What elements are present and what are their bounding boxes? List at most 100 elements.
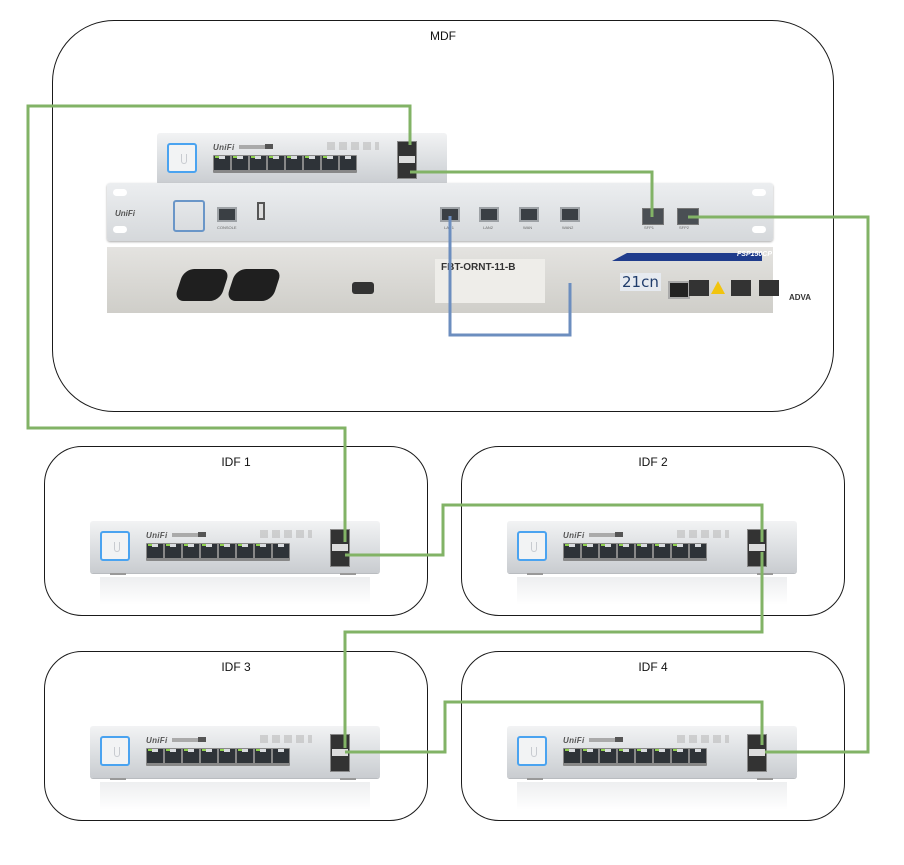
usg-logo: UniFi bbox=[115, 209, 135, 218]
port-label: WAN2 bbox=[562, 225, 574, 230]
ethernet-port bbox=[600, 749, 616, 763]
ethernet-port bbox=[618, 544, 634, 558]
port-sfp bbox=[689, 280, 709, 296]
ethernet-port bbox=[286, 156, 302, 170]
ethernet-port bbox=[255, 749, 271, 763]
rack-ear-hole bbox=[113, 189, 127, 196]
switch-button bbox=[517, 531, 547, 561]
model-label bbox=[589, 533, 615, 537]
port-label: SFP2 bbox=[679, 225, 690, 230]
switch-foot bbox=[527, 778, 543, 780]
usg-gateway: UniFi CONSOLE LAN1 LAN2 WAN WAN2 SFP1 SF… bbox=[107, 183, 773, 241]
ethernet-port bbox=[273, 544, 289, 558]
led-legend bbox=[677, 530, 729, 538]
ethernet-port bbox=[255, 544, 271, 558]
ethernet-port bbox=[165, 544, 181, 558]
ethernet-port bbox=[214, 156, 230, 170]
model-badge bbox=[198, 737, 206, 742]
switch-button bbox=[517, 736, 547, 766]
switch-logo: UniFi bbox=[563, 736, 585, 745]
switch-foot bbox=[110, 573, 126, 575]
ethernet-port bbox=[147, 749, 163, 763]
ethernet-port bbox=[237, 544, 253, 558]
port-label: SFP1 bbox=[644, 225, 655, 230]
laser-warning-icon bbox=[711, 281, 725, 294]
led-legend bbox=[327, 142, 379, 150]
ethernet-port bbox=[219, 544, 235, 558]
idf1-switch: UniFi bbox=[90, 521, 380, 605]
ethernet-port bbox=[147, 544, 163, 558]
port-bank bbox=[563, 543, 707, 561]
circuit-tag: 21cn bbox=[620, 273, 661, 291]
port-bank bbox=[563, 748, 707, 766]
port-console bbox=[217, 207, 237, 222]
ethernet-port bbox=[582, 749, 598, 763]
ethernet-port bbox=[654, 544, 670, 558]
model-badge bbox=[198, 532, 206, 537]
ethernet-port bbox=[636, 544, 652, 558]
switch-button bbox=[100, 531, 130, 561]
ethernet-port bbox=[232, 156, 248, 170]
port-sfp bbox=[759, 280, 779, 296]
switch-logo: UniFi bbox=[146, 531, 168, 540]
port-label: CONSOLE bbox=[217, 225, 237, 230]
switch-reflection bbox=[517, 577, 787, 605]
ethernet-port bbox=[636, 749, 652, 763]
model-label: FSP150CP bbox=[737, 251, 773, 258]
ethernet-port bbox=[201, 544, 217, 558]
zone-title: IDF 1 bbox=[221, 455, 251, 469]
ethernet-port bbox=[618, 749, 634, 763]
ethernet-port bbox=[250, 156, 266, 170]
switch-foot bbox=[340, 778, 356, 780]
port-bank bbox=[146, 543, 290, 561]
ethernet-port bbox=[564, 749, 580, 763]
port-sfp1 bbox=[642, 208, 664, 225]
model-badge bbox=[615, 532, 623, 537]
port-rj45 bbox=[668, 281, 690, 299]
port-wan bbox=[519, 207, 539, 222]
rack-ear-hole bbox=[752, 226, 766, 233]
ethernet-port bbox=[237, 749, 253, 763]
serial-port bbox=[352, 282, 374, 294]
mdf-switch: UniFi bbox=[157, 133, 447, 217]
idf4-switch: UniFi bbox=[507, 726, 797, 810]
ethernet-port bbox=[268, 156, 284, 170]
model-banner bbox=[612, 253, 762, 261]
switch-button bbox=[100, 736, 130, 766]
port-sfp2 bbox=[677, 208, 699, 225]
plate-title: FBT-ORNT-11-B bbox=[441, 262, 516, 273]
zone-title: IDF 4 bbox=[638, 660, 668, 674]
ethernet-port bbox=[273, 749, 289, 763]
ethernet-port bbox=[582, 544, 598, 558]
zone-title: IDF 3 bbox=[221, 660, 251, 674]
brand-label: ADVA bbox=[789, 293, 812, 302]
switch-reflection bbox=[100, 782, 370, 810]
idf3-switch: UniFi bbox=[90, 726, 380, 810]
ethernet-port bbox=[322, 156, 338, 170]
switch-foot bbox=[527, 573, 543, 575]
ethernet-port bbox=[165, 749, 181, 763]
model-label bbox=[589, 738, 615, 742]
model-label bbox=[172, 533, 198, 537]
power-inlet bbox=[173, 269, 231, 301]
zone-title: MDF bbox=[430, 29, 456, 43]
switch-foot bbox=[340, 573, 356, 575]
rack-ear-hole bbox=[752, 189, 766, 196]
ethernet-port bbox=[690, 544, 706, 558]
power-inlet bbox=[225, 269, 283, 301]
port-label: LAN2 bbox=[483, 225, 494, 230]
sfp-cage bbox=[747, 529, 767, 567]
port-bank bbox=[146, 748, 290, 766]
port-label: WAN bbox=[523, 225, 533, 230]
switch-foot bbox=[757, 573, 773, 575]
ethernet-port bbox=[304, 156, 320, 170]
usb-port bbox=[257, 202, 265, 220]
sfp-cage bbox=[330, 734, 350, 772]
usg-button bbox=[173, 200, 205, 232]
switch-logo: UniFi bbox=[146, 736, 168, 745]
ethernet-port bbox=[672, 749, 688, 763]
ethernet-port bbox=[672, 544, 688, 558]
led-legend bbox=[677, 735, 729, 743]
ethernet-port bbox=[600, 544, 616, 558]
model-badge bbox=[265, 144, 273, 149]
